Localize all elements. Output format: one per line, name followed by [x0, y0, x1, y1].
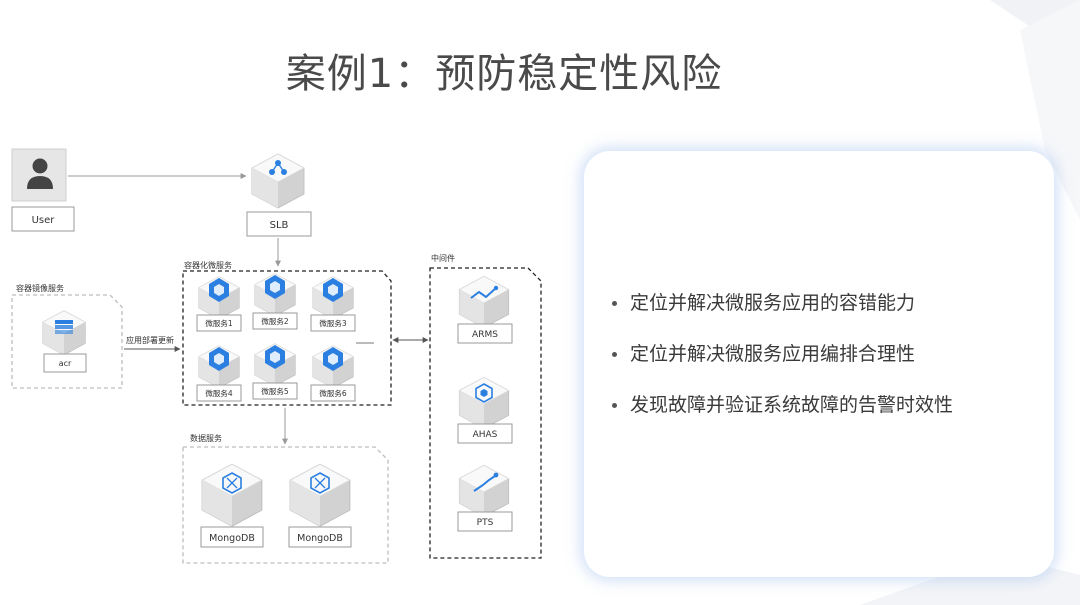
acr-registry-icon [55, 320, 73, 334]
microservice-node-3: 微服务3 [310, 276, 356, 332]
slb-node: SLB [246, 153, 312, 237]
svg-text:PTS: PTS [477, 518, 494, 528]
bullet-text: 发现故障并验证系统故障的告警时效性 [630, 394, 954, 416]
bullet-dot [612, 403, 617, 408]
registry-group-label: 容器镜像服务 [16, 283, 64, 293]
bullet-item: 定位并解决微服务应用的容错能力 [612, 288, 953, 339]
registry-group: 容器镜像服务 acr [11, 283, 123, 389]
microservice-group: 容器化微服务 微服务1 微服务2 微服务3 微服务4 [182, 260, 392, 406]
pts-node: PTS [457, 464, 513, 532]
arms-node: ARMS [457, 275, 513, 344]
svg-text:微服务2: 微服务2 [261, 316, 288, 326]
data-services-group: 数据服务 MongoDB MongoDB [182, 433, 389, 564]
microservice-node-6: 微服务6 [310, 345, 356, 402]
svg-text:微服务3: 微服务3 [319, 318, 346, 328]
mongodb-node-2: MongoDB [288, 463, 352, 548]
svg-text:ARMS: ARMS [472, 330, 498, 340]
svg-text:AHAS: AHAS [473, 430, 498, 440]
load-balancer-icon [269, 160, 287, 175]
slb-label: SLB [270, 220, 289, 231]
bullet-item: 发现故障并验证系统故障的告警时效性 [612, 390, 953, 441]
bullet-text: 定位并解决微服务应用的容错能力 [630, 292, 916, 314]
user-label: User [32, 215, 56, 226]
monitoring-chart-icon [470, 287, 497, 299]
bullet-dot [612, 352, 617, 357]
svg-text:MongoDB: MongoDB [297, 533, 343, 544]
acr-label: acr [59, 359, 72, 368]
microservice-node-1: 微服务1 [196, 276, 242, 332]
bullet-item: 定位并解决微服务应用编排合理性 [612, 339, 953, 390]
svg-text:微服务5: 微服务5 [261, 386, 288, 396]
middleware-group: 中间件 ARMS AHAS PTS [429, 253, 542, 559]
shield-hex-icon [475, 383, 493, 403]
slide-title: 案例1：预防稳定性风险 [285, 50, 723, 97]
middleware-group-label: 中间件 [431, 253, 455, 263]
deploy-edge-label: 应用部署更新 [126, 335, 174, 345]
microservice-node-4: 微服务4 [196, 345, 242, 402]
svg-text:微服务4: 微服务4 [205, 388, 232, 398]
mongodb-node-1: MongoDB [200, 463, 264, 548]
database-icon [222, 472, 242, 494]
database-icon [310, 472, 330, 494]
architecture-diagram: User SLB 容器镜像服务 acr 应用部署更新 容器化微服务 [11, 148, 542, 564]
microservice-group-label: 容器化微服务 [184, 260, 232, 270]
user-avatar-icon [32, 158, 48, 174]
bullet-list: 定位并解决微服务应用的容错能力 定位并解决微服务应用编排合理性 发现故障并验证系… [612, 288, 953, 441]
bullet-text: 定位并解决微服务应用编排合理性 [630, 343, 916, 365]
data-group-label: 数据服务 [190, 433, 222, 443]
svg-text:MongoDB: MongoDB [209, 533, 255, 544]
microservice-node-5: 微服务5 [252, 343, 298, 400]
svg-text:微服务1: 微服务1 [205, 318, 232, 328]
microservice-node-2: 微服务2 [252, 273, 298, 330]
pressure-test-icon [473, 475, 496, 492]
user-node: User [11, 148, 75, 232]
bullet-dot [612, 301, 617, 306]
summary-card: 定位并解决微服务应用的容错能力 定位并解决微服务应用编排合理性 发现故障并验证系… [584, 151, 1054, 577]
svg-text:微服务6: 微服务6 [319, 388, 346, 398]
corner-decoration [990, 0, 1080, 220]
ahas-node: AHAS [457, 376, 513, 444]
